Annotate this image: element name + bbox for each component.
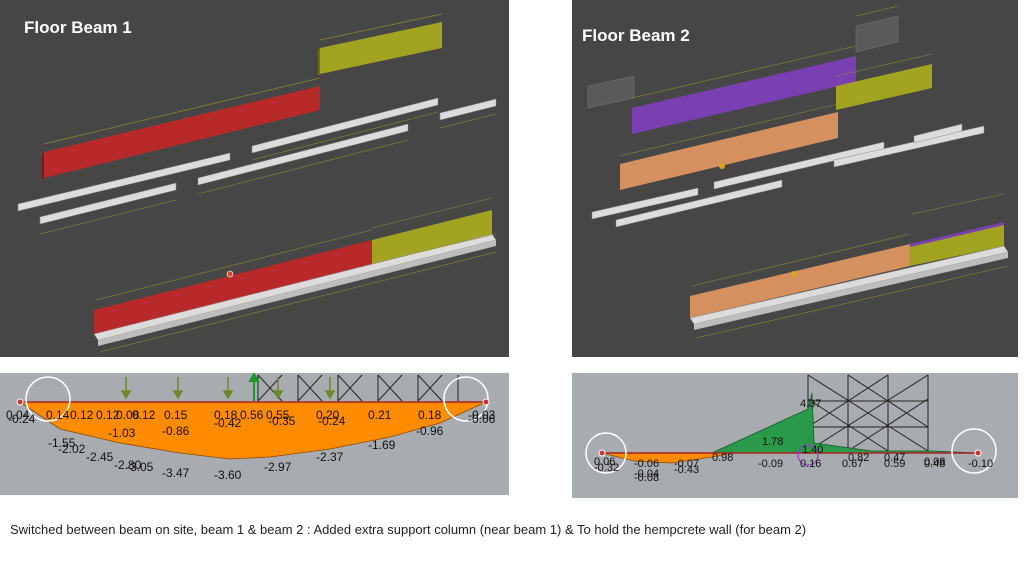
- moment-label: -0.08: [634, 472, 659, 484]
- moment-label: 0.21: [368, 408, 392, 422]
- moment-label: 0.12: [70, 408, 94, 422]
- moment-label: 0.48: [924, 458, 945, 470]
- caption-text: Switched between beam on site, beam 1 & …: [10, 522, 807, 537]
- moment-label: -0.10: [968, 458, 993, 470]
- beam2-3d-view: Floor Beam 2: [572, 0, 1018, 357]
- moment-label: 0.14: [46, 408, 70, 422]
- moment-label: 0.98: [712, 452, 733, 464]
- moment-label: -3.47: [162, 466, 190, 480]
- moment-label: -0.96: [416, 424, 444, 438]
- moment-label: 0.67: [842, 458, 863, 470]
- moment-label: -0.04: [634, 468, 659, 480]
- moment-label: -0.03: [468, 408, 496, 422]
- beam1-yellow-assembled: [372, 210, 492, 264]
- moment-label: -0.32: [594, 462, 619, 474]
- moment-label: 0.20: [316, 408, 340, 422]
- beam1-moment-labels: 0.04 0.14 0.12 0.12 0.08 0.12 0.15 0.18 …: [6, 408, 496, 482]
- beam2-moment-diagram: 4.37 1.78 1.40 0.98 0.82 0.47 0.06 0.08 …: [572, 373, 1018, 498]
- moment-label: -0.07: [674, 458, 699, 470]
- beam1-red-block: [44, 86, 320, 178]
- moment-label: -3.60: [214, 468, 242, 482]
- beam2-support-right-highlight: [951, 428, 997, 474]
- beam1-load-arrows: [120, 377, 336, 400]
- moment-label: 0.55: [266, 408, 290, 422]
- moment-label: 1.78: [762, 436, 783, 448]
- moment-label: -0.43: [674, 464, 699, 476]
- moment-label: 0.16: [800, 458, 821, 470]
- moment-label: 0.15: [164, 408, 188, 422]
- moment-label: -0.86: [162, 424, 190, 438]
- beam1-support-right-highlight: [443, 376, 489, 422]
- moment-label: -0.35: [268, 414, 296, 428]
- moment-label: 0.47: [884, 452, 905, 464]
- moment-label: 0.18: [214, 408, 238, 422]
- moment-label: 0.59: [884, 458, 905, 470]
- beam2-purple-block: [632, 56, 856, 134]
- moment-label: -0.24: [8, 412, 36, 426]
- beam1-accent-block: [320, 22, 442, 74]
- beam2-orange-assembled: [690, 244, 910, 318]
- moment-label: 0.04: [6, 408, 30, 422]
- moment-label: 0.08: [116, 408, 140, 422]
- moment-label: -1.69: [368, 438, 396, 452]
- beam2-grey-block: [855, 15, 899, 53]
- moment-label: 0.82: [848, 452, 869, 464]
- beam2-3d-model: [587, 5, 1009, 339]
- moment-label: 0.18: [418, 408, 442, 422]
- moment-label: -0.09: [758, 458, 783, 470]
- beam2-white-joists: [591, 123, 985, 228]
- beam1-white-joists: [17, 97, 497, 225]
- moment-label: -2.80: [114, 458, 142, 472]
- moment-label: 0.12: [96, 408, 120, 422]
- moment-label: -2.37: [316, 450, 344, 464]
- moment-label: -0.06: [634, 458, 659, 470]
- beam1-moment-area: [18, 401, 487, 460]
- moment-label: -2.97: [264, 460, 292, 474]
- moment-label: -2.02: [58, 442, 86, 456]
- moment-label: -0.24: [318, 414, 346, 428]
- moment-label: 1.40: [802, 444, 823, 456]
- moment-label: 4.37: [800, 398, 821, 410]
- moment-label: -0.42: [214, 416, 242, 430]
- moment-label: 0.56: [240, 408, 264, 422]
- beam1-support-left-highlight: [25, 376, 71, 422]
- moment-label: 0.12: [132, 408, 156, 422]
- beam1-3d-view: Floor Beam 1: [0, 0, 509, 357]
- beam1-red-assembled: [94, 240, 372, 334]
- moment-label: -1.55: [48, 436, 76, 450]
- beam2-accent-block: [836, 64, 932, 110]
- moment-label: -1.03: [108, 426, 136, 440]
- beam2-title: Floor Beam 2: [582, 26, 690, 45]
- moment-label: 0.08: [924, 456, 945, 468]
- moment-label: -2.45: [86, 450, 114, 464]
- moment-label: 0.06: [594, 456, 615, 468]
- beam1-truss: [257, 374, 459, 402]
- beam1-title: Floor Beam 1: [24, 18, 132, 37]
- beam2-support-left-highlight: [585, 432, 627, 474]
- beam1-3d-model: [17, 13, 497, 353]
- beam2-orange-block: [620, 112, 838, 190]
- beam2-moment-labels: 4.37 1.78 1.40 0.98 0.82 0.47 0.06 0.08 …: [594, 398, 993, 484]
- moment-label: -3.05: [126, 460, 154, 474]
- moment-label: -0.06: [468, 412, 496, 426]
- beam2-truss: [807, 374, 929, 452]
- beam1-moment-diagram: 0.04 0.14 0.12 0.12 0.08 0.12 0.15 0.18 …: [0, 373, 509, 495]
